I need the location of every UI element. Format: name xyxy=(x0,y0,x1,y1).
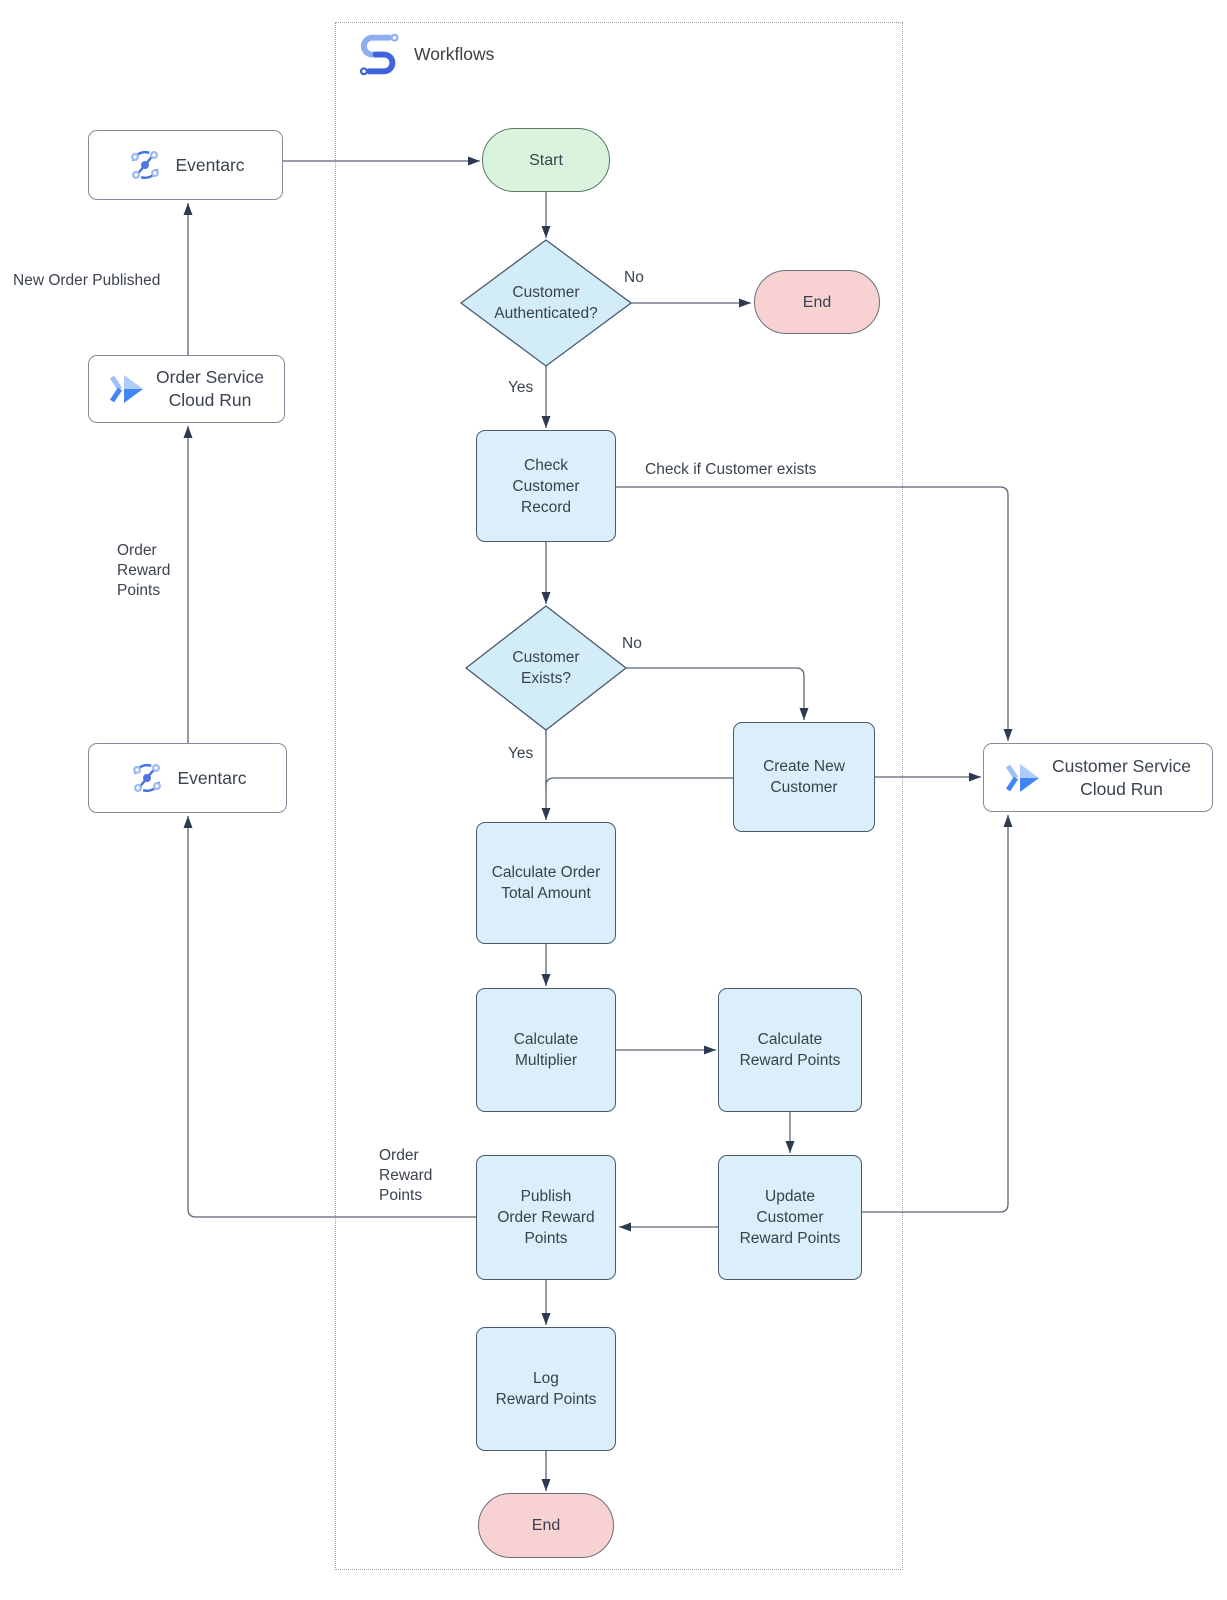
node-label: Update Customer Reward Points xyxy=(739,1188,841,1247)
node-label: Log Reward Points xyxy=(495,1370,597,1408)
workflows-header: Workflows xyxy=(358,31,494,78)
node-eventarc-top: Eventarc xyxy=(88,130,283,200)
edge-label-exists-no: No xyxy=(622,635,642,652)
edge-label-authenticated-no: No xyxy=(624,269,644,286)
node-label: Check Customer Record xyxy=(512,456,580,516)
edge-label-order-reward-points-publish: Order Reward Points xyxy=(379,1147,433,1204)
node-label: Customer Authenticated? xyxy=(494,284,598,322)
node-customer-exists: Customer Exists? xyxy=(466,606,626,730)
node-label: Customer Exists? xyxy=(512,649,580,687)
node-label: Calculate Multiplier xyxy=(513,1031,579,1069)
node-calculate-reward-points: Calculate Reward Points xyxy=(718,988,862,1112)
edge-label-authenticated-yes: Yes xyxy=(508,379,534,396)
node-start: Start xyxy=(482,128,610,192)
node-calculate-order-total: Calculate Order Total Amount xyxy=(476,822,616,944)
node-calculate-multiplier: Calculate Multiplier xyxy=(476,988,616,1112)
node-update-customer-reward-points: Update Customer Reward Points xyxy=(718,1155,862,1280)
node-label: Publish Order Reward Points xyxy=(497,1188,595,1247)
node-label: Start xyxy=(529,151,563,169)
node-label: Eventarc xyxy=(177,767,247,788)
node-customer-service-cloud-run: Customer Service Cloud Run xyxy=(983,743,1213,812)
node-label: End xyxy=(531,1517,561,1534)
eventarc-icon xyxy=(128,759,166,797)
edge-label-exists-yes: Yes xyxy=(508,745,534,762)
workflows-title: Workflows xyxy=(414,44,495,64)
edge-label-check-if-customer-exists: Check if Customer exists xyxy=(645,461,817,478)
node-customer-authenticated: Customer Authenticated? xyxy=(461,240,631,366)
node-publish-order-reward-points: Publish Order Reward Points xyxy=(476,1155,616,1280)
cloud-run-icon xyxy=(1005,763,1041,793)
node-label: Order Service Cloud Run xyxy=(156,367,264,410)
eventarc-icon xyxy=(126,146,164,184)
node-check-customer-record: Check Customer Record xyxy=(476,430,616,542)
workflows-group-container: Workflows xyxy=(335,22,903,1570)
node-label: Calculate Order Total Amount xyxy=(491,864,601,902)
node-label: End xyxy=(802,293,832,311)
node-create-new-customer: Create New Customer xyxy=(733,722,875,832)
node-label: Calculate Reward Points xyxy=(739,1031,841,1069)
node-label: Customer Service Cloud Run xyxy=(1051,755,1192,799)
node-label: Eventarc xyxy=(175,154,245,175)
node-eventarc-bottom: Eventarc xyxy=(88,743,287,813)
edge-label-order-reward-points-left: Order Reward Points xyxy=(117,542,171,599)
node-log-reward-points: Log Reward Points xyxy=(476,1327,616,1451)
cloud-run-icon xyxy=(109,374,145,404)
node-order-service-cloud-run: Order Service Cloud Run xyxy=(88,355,285,423)
node-end-top: End xyxy=(754,270,880,334)
node-end-bottom: End xyxy=(478,1493,614,1558)
edge-label-new-order-published: New Order Published xyxy=(13,272,161,289)
workflows-icon xyxy=(358,31,400,78)
node-label: Create New Customer xyxy=(763,758,845,796)
